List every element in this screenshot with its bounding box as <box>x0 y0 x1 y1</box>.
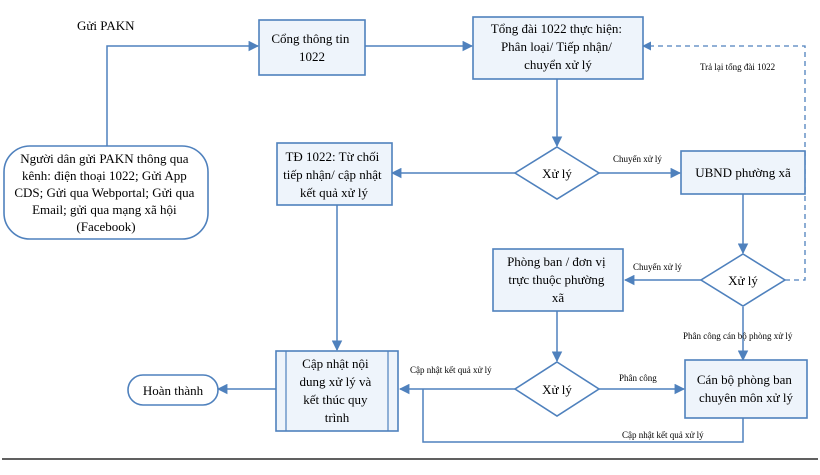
node-decision-3: Xử lý <box>513 361 601 417</box>
citizen-label: Người dân gửi PAKN thông qua kênh: điện … <box>14 151 197 234</box>
done-label: Hoàn thành <box>143 383 204 398</box>
decision-2-label: Xử lý <box>728 273 758 288</box>
update-label: Cập nhật nội dung xử lý và kết thúc quy … <box>300 356 375 425</box>
portal-label: Cổng thông tin 1022 <box>271 31 352 64</box>
label-update-result-2: Cập nhật kết quả xử lý <box>622 430 704 440</box>
node-decision-2: Xử lý <box>699 253 787 307</box>
node-update: Cập nhật nội dung xử lý và kết thúc quy … <box>275 350 399 432</box>
label-update-result-1: Cập nhật kết quả xử lý <box>410 365 492 375</box>
node-department: Phòng ban / đơn vị trực thuộc phường xã <box>492 248 624 312</box>
label-forward-2: Chuyển xử lý <box>633 262 682 272</box>
label-send-pakn: Gửi PAKN <box>77 18 135 33</box>
label-return-switchboard: Trả lại tổng đài 1022 <box>700 62 775 72</box>
node-td1022: TĐ 1022: Từ chối tiếp nhận/ cập nhật kết… <box>276 142 393 206</box>
edge-staff-to-update <box>422 389 744 443</box>
label-forward-1: Chuyển xử lý <box>613 154 662 164</box>
label-assign: Phân công <box>619 373 657 383</box>
node-done: Hoàn thành <box>127 374 219 406</box>
ubnd-label: UBND phường xã <box>695 165 791 180</box>
node-ubnd: UBND phường xã <box>680 150 806 195</box>
node-decision-1: Xử lý <box>513 146 601 200</box>
decision-1-label: Xử lý <box>542 166 572 181</box>
switchboard-label: Tổng đài 1022 thực hiện: Phân loại/ Tiếp… <box>491 21 626 72</box>
node-citizen: Người dân gửi PAKN thông qua kênh: điện … <box>3 145 209 240</box>
td1022-label: TĐ 1022: Từ chối tiếp nhận/ cập nhật kết… <box>283 149 385 200</box>
staff-label: Cán bộ phòng ban chuyên môn xử lý <box>697 372 795 405</box>
node-portal: Cổng thông tin 1022 <box>258 19 366 76</box>
label-assign-staff: Phân công cán bộ phòng xử lý <box>683 331 793 341</box>
decision-3-label: Xử lý <box>542 382 572 397</box>
node-staff: Cán bộ phòng ban chuyên môn xử lý <box>684 359 808 419</box>
department-label: Phòng ban / đơn vị trực thuộc phường xã <box>507 254 609 305</box>
edge-citizen-to-portal <box>106 40 260 146</box>
node-switchboard: Tổng đài 1022 thực hiện: Phân loại/ Tiếp… <box>472 16 644 80</box>
